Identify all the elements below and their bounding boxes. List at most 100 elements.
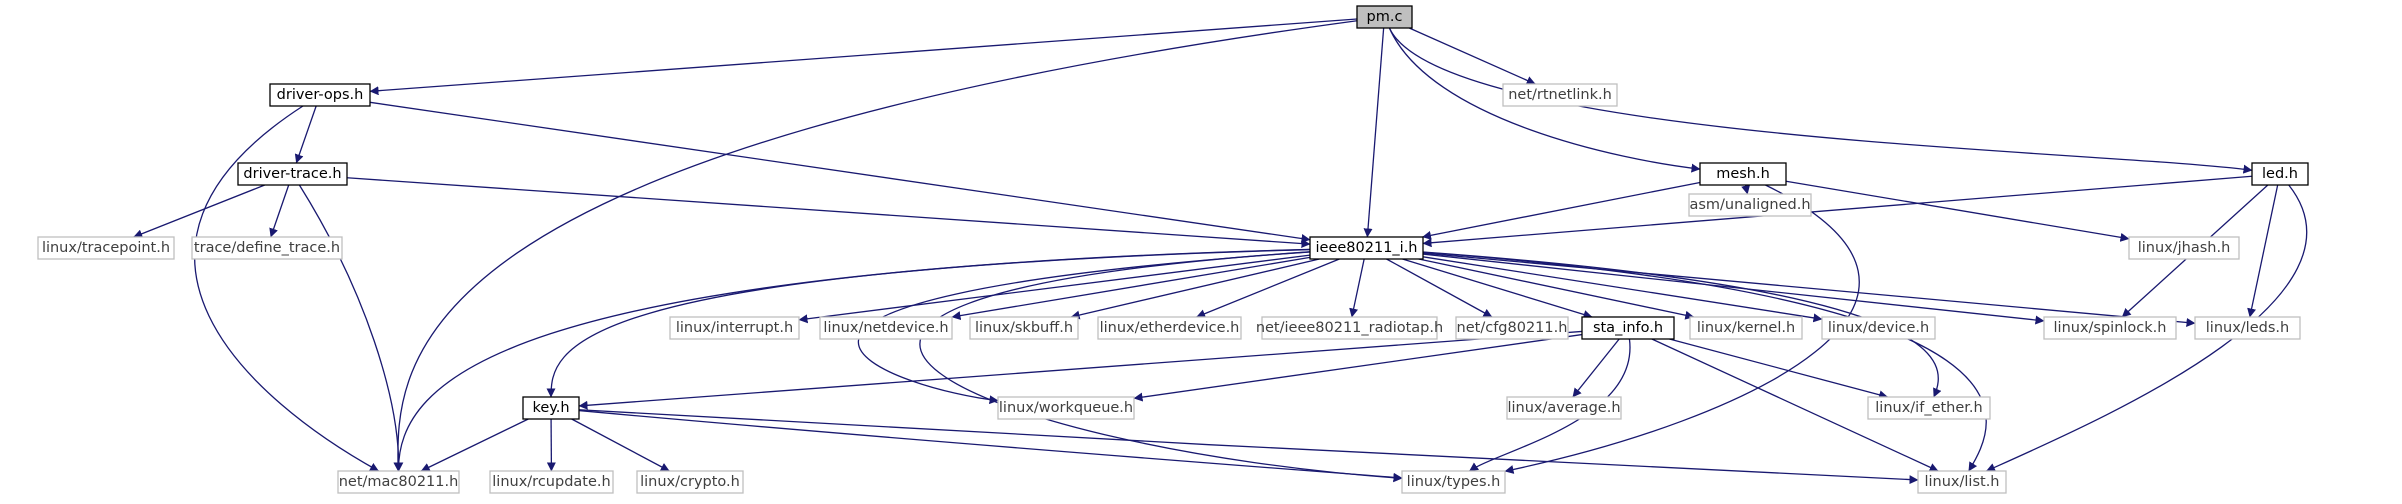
- node-linux-average-h[interactable]: linux/average.h: [1506, 396, 1622, 420]
- node-label-led-h: led.h: [2262, 166, 2298, 182]
- edge-sta-info-h-to-key-h: [578, 330, 1583, 410]
- node-net-ieee80211-radiotap-h[interactable]: net/ieee80211_radiotap.h: [1256, 316, 1443, 340]
- edge-ieee80211-i-h-to-linux-netdevice-h: [951, 256, 1311, 321]
- node-label-linux-if-ether-h: linux/if_ether.h: [1875, 400, 1982, 416]
- node-linux-workqueue-h[interactable]: linux/workqueue.h: [997, 396, 1135, 420]
- node-box-net-rtnetlink-h: [1502, 83, 1618, 107]
- node-box-driver-ops-h: [269, 83, 371, 107]
- node-box-linux-device-h: [1821, 316, 1936, 340]
- node-label-net-ieee80211-radiotap-h: net/ieee80211_radiotap.h: [1256, 320, 1443, 336]
- edge-mesh-h-to-asm-unaligned-h: [1741, 184, 1751, 195]
- node-label-trace-define-trace-h: trace/define_trace.h: [194, 240, 340, 256]
- node-box-linux-interrupt-h: [669, 316, 800, 340]
- node-box-linux-tracepoint-h: [37, 236, 175, 260]
- node-label-net-cfg80211-h: net/cfg80211.h: [1457, 320, 1568, 336]
- node-linux-leds-h[interactable]: linux/leds.h: [2194, 316, 2301, 340]
- node-mesh-h[interactable]: mesh.h: [1699, 162, 1787, 186]
- node-box-trace-define-trace-h: [191, 236, 343, 260]
- node-box-driver-trace-h: [237, 162, 348, 186]
- nodes-layer: pm.c driver-ops.h net/rtnetlink.h driver-tr…: [37, 5, 2309, 494]
- edge-driver-ops-h-to-driver-trace-h: [294, 105, 317, 164]
- node-label-linux-etherdevice-h: linux/etherdevice.h: [1100, 320, 1240, 336]
- edge-driver-trace-h-to-ieee80211-i-h: [346, 177, 1311, 249]
- node-box-linux-list-h: [1917, 470, 2007, 494]
- edge-ieee80211-i-h-to-linux-spinlock-h: [1422, 253, 2045, 325]
- edge-ieee80211-i-h-to-linux-device-h: [1422, 256, 1823, 323]
- edge-key-h-to-linux-crypto-h: [571, 418, 670, 472]
- node-linux-interrupt-h[interactable]: linux/interrupt.h: [669, 316, 800, 340]
- node-led-h[interactable]: led.h: [2251, 162, 2309, 186]
- node-label-pm-c: pm.c: [1367, 9, 1403, 25]
- edge-pm-c-to-led-h: [1388, 27, 2253, 174]
- edge-pm-c-to-net-rtnetlink-h: [1408, 27, 1536, 85]
- node-label-linux-tracepoint-h: linux/tracepoint.h: [42, 240, 170, 256]
- edge-sta-info-h-to-linux-list-h: [1651, 338, 1939, 472]
- node-asm-unaligned-h[interactable]: asm/unaligned.h: [1688, 193, 1812, 217]
- node-driver-ops-h[interactable]: driver-ops.h: [269, 83, 371, 107]
- node-box-pm-c: [1356, 5, 1413, 29]
- node-ieee80211-i-h[interactable]: ieee80211_i.h: [1309, 236, 1424, 260]
- node-linux-crypto-h[interactable]: linux/crypto.h: [636, 470, 744, 494]
- node-linux-rcupdate-h[interactable]: linux/rcupdate.h: [489, 470, 614, 494]
- node-driver-trace-h[interactable]: driver-trace.h: [237, 162, 348, 186]
- edge-ieee80211-i-h-to-linux-interrupt-h: [798, 254, 1311, 324]
- node-trace-define-trace-h[interactable]: trace/define_trace.h: [191, 236, 343, 260]
- node-linux-types-h[interactable]: linux/types.h: [1401, 470, 1506, 494]
- node-net-mac80211-h[interactable]: net/mac80211.h: [337, 470, 460, 494]
- node-key-h[interactable]: key.h: [522, 396, 580, 420]
- node-linux-etherdevice-h[interactable]: linux/etherdevice.h: [1097, 316, 1242, 340]
- node-label-linux-spinlock-h: linux/spinlock.h: [2054, 320, 2167, 336]
- node-pm-c[interactable]: pm.c: [1356, 5, 1413, 29]
- node-linux-device-h[interactable]: linux/device.h: [1821, 316, 1936, 340]
- edge-sta-info-h-to-linux-average-h: [1572, 338, 1620, 398]
- node-linux-jhash-h[interactable]: linux/jhash.h: [2128, 236, 2240, 260]
- edge-ieee80211-i-h-to-net-mac80211-h: [393, 248, 1311, 472]
- edge-ieee80211-i-h-to-net-ieee80211-radiotap-h: [1349, 258, 1365, 318]
- node-net-rtnetlink-h[interactable]: net/rtnetlink.h: [1502, 83, 1618, 107]
- edge-driver-ops-h-to-net-mac80211-h: [194, 105, 379, 472]
- node-box-key-h: [522, 396, 580, 420]
- edges-layer: [133, 18, 2308, 485]
- node-label-linux-rcupdate-h: linux/rcupdate.h: [492, 474, 610, 490]
- node-label-linux-interrupt-h: linux/interrupt.h: [676, 320, 793, 336]
- edge-sta-info-h-to-linux-workqueue-h: [1133, 333, 1583, 402]
- node-box-linux-rcupdate-h: [489, 470, 614, 494]
- node-linux-list-h[interactable]: linux/list.h: [1917, 470, 2007, 494]
- node-linux-skbuff-h[interactable]: linux/skbuff.h: [969, 316, 1079, 340]
- node-label-key-h: key.h: [532, 400, 569, 416]
- node-box-net-mac80211-h: [337, 470, 460, 494]
- edge-led-h-to-ieee80211-i-h: [1422, 175, 2253, 248]
- node-linux-tracepoint-h[interactable]: linux/tracepoint.h: [37, 236, 175, 260]
- node-net-cfg80211-h[interactable]: net/cfg80211.h: [1455, 316, 1569, 340]
- node-label-linux-kernel-h: linux/kernel.h: [1697, 320, 1795, 336]
- edge-key-h-to-linux-list-h: [578, 409, 1919, 485]
- edge-mesh-h-to-ieee80211-i-h: [1422, 181, 1701, 240]
- node-sta-info-h[interactable]: sta_info.h: [1581, 316, 1675, 340]
- edge-driver-ops-h-to-ieee80211-i-h: [369, 101, 1311, 243]
- edge-ieee80211-i-h-to-linux-types-h: [919, 251, 1403, 483]
- node-label-net-rtnetlink-h: net/rtnetlink.h: [1508, 87, 1612, 103]
- node-label-linux-skbuff-h: linux/skbuff.h: [975, 320, 1073, 336]
- node-label-linux-jhash-h: linux/jhash.h: [2138, 240, 2231, 256]
- edge-key-h-to-net-mac80211-h: [420, 418, 529, 472]
- edge-driver-trace-h-to-trace-define-trace-h: [269, 184, 290, 238]
- node-label-linux-workqueue-h: linux/workqueue.h: [999, 400, 1133, 416]
- node-box-linux-skbuff-h: [969, 316, 1079, 340]
- node-label-linux-list-h: linux/list.h: [1925, 474, 2000, 490]
- node-box-net-cfg80211-h: [1455, 316, 1569, 340]
- node-label-driver-trace-h: driver-trace.h: [243, 166, 341, 182]
- node-linux-if-ether-h[interactable]: linux/if_ether.h: [1867, 396, 1991, 420]
- node-label-linux-types-h: linux/types.h: [1407, 474, 1501, 490]
- node-linux-spinlock-h[interactable]: linux/spinlock.h: [2043, 316, 2177, 340]
- node-linux-netdevice-h[interactable]: linux/netdevice.h: [819, 316, 953, 340]
- node-box-led-h: [2251, 162, 2309, 186]
- edge-pm-c-to-ieee80211-i-h: [1363, 27, 1385, 238]
- edge-ieee80211-i-h-to-linux-leds-h: [1422, 252, 2196, 327]
- edge-pm-c-to-driver-ops-h: [369, 18, 1358, 96]
- edge-ieee80211-i-h-to-net-cfg80211-h: [1386, 258, 1493, 318]
- edge-sta-info-h-to-linux-types-h: [1469, 338, 1631, 472]
- edge-led-h-to-linux-leds-h: [2247, 184, 2279, 318]
- node-box-linux-types-h: [1401, 470, 1506, 494]
- node-linux-kernel-h[interactable]: linux/kernel.h: [1689, 316, 1803, 340]
